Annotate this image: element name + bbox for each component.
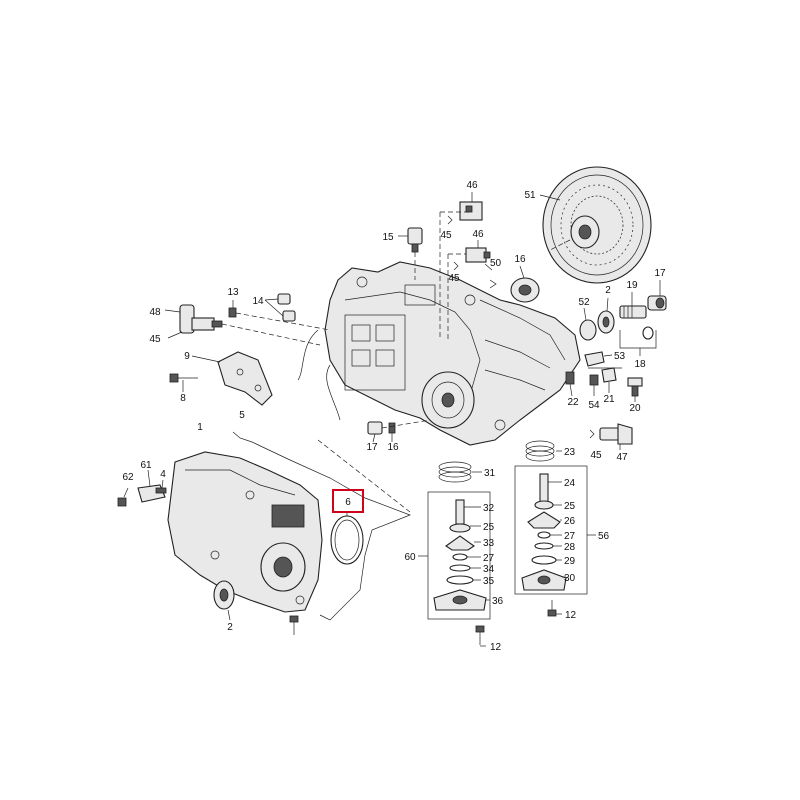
callout-51: 51 [524,190,536,201]
callout-22: 22 [567,397,579,408]
callout-34: 34 [483,564,495,575]
callout-48: 48 [149,307,161,318]
pin-16-mid[interactable] [388,422,396,434]
callout-16: 16 [387,442,399,453]
callout-4: 4 [160,469,166,480]
shaft-47[interactable] [599,423,633,445]
callout-6: 6 [345,497,351,508]
callout-47: 47 [616,452,628,463]
clip-21[interactable] [601,367,617,383]
ring-18[interactable] [642,326,654,340]
callout-13: 13 [227,287,239,298]
callout-20: 20 [629,403,641,414]
spring-23[interactable] [525,440,555,462]
callout-25: 25 [483,522,495,533]
callout-15: 15 [382,232,394,243]
seal-16-top[interactable] [510,277,540,303]
spring-31[interactable] [438,461,472,483]
bolt-8[interactable] [169,373,198,383]
callout-50: 50 [490,258,502,269]
bolt-bottom[interactable] [289,615,299,635]
callout-27: 27 [564,531,576,542]
clip-45-mid[interactable] [453,261,459,271]
clip-45-upper[interactable] [447,215,453,225]
callout-labels: 1 2 2 4 5 8 9 12 12 13 14 15 16 16 17 17… [122,180,666,653]
callout-18: 18 [634,359,646,370]
callout-2: 2 [605,285,611,296]
callout-36: 36 [492,596,504,607]
callout-2: 2 [227,622,233,633]
callout-27: 27 [483,553,495,564]
pin-4[interactable] [155,487,167,494]
solenoid-46-lower[interactable] [465,247,491,263]
callout-30: 30 [564,573,576,584]
callout-54: 54 [588,400,600,411]
callout-17: 17 [654,268,666,279]
bushing-17-mid[interactable] [367,421,383,435]
callout-26: 26 [564,516,576,527]
bolt-54[interactable] [589,374,599,386]
callout-1: 1 [197,422,203,433]
callout-45: 45 [448,273,460,284]
callout-61: 61 [140,460,152,471]
callout-52: 52 [578,297,590,308]
callout-5: 5 [239,410,245,421]
seal-2-left[interactable] [213,580,235,610]
bracket-61[interactable] [137,484,166,503]
callout-31: 31 [484,468,496,479]
callout-21: 21 [603,394,615,405]
sensor-20[interactable] [627,377,643,397]
transaxle-case[interactable] [324,261,581,446]
callout-24: 24 [564,478,576,489]
bracket-9[interactable] [217,351,273,406]
callout-17: 17 [366,442,378,453]
callout-14: 14 [252,296,264,307]
torque-converter[interactable] [542,166,652,284]
bolt-12-left[interactable] [475,625,485,645]
callout-60: 60 [404,552,416,563]
highlight-box[interactable] [332,489,364,513]
accumulator-assembly-60[interactable] [427,491,491,620]
sensor-48[interactable] [179,304,223,334]
side-cover[interactable] [167,451,323,613]
callout-46: 46 [472,229,484,240]
sensor-15[interactable] [407,227,423,253]
callout-33: 33 [483,538,495,549]
accumulator-assembly-56[interactable] [514,465,588,595]
callout-45: 45 [149,334,161,345]
shaft-19[interactable] [619,305,647,319]
callout-53: 53 [614,351,626,362]
bolt-13[interactable] [228,307,237,318]
callout-25: 25 [564,501,576,512]
pin-22[interactable] [565,371,575,385]
callout-28: 28 [564,542,576,553]
seal-2-right[interactable] [597,310,615,334]
callout-23: 23 [564,447,576,458]
callout-29: 29 [564,556,576,567]
callout-35: 35 [483,576,495,587]
callout-62: 62 [122,472,134,483]
callout-45: 45 [590,450,602,461]
clip-50[interactable] [489,279,497,289]
bracket-53[interactable] [584,351,605,367]
callout-19: 19 [626,280,638,291]
callout-56: 56 [598,531,610,542]
bushings-14[interactable] [277,293,296,322]
callout-12: 12 [490,642,502,653]
callout-9: 9 [184,351,190,362]
gear-17-right[interactable] [647,295,667,311]
solenoid-46-upper[interactable] [459,201,483,221]
callout-45: 45 [440,230,452,241]
o-ring-6[interactable] [330,515,364,565]
callout-46: 46 [466,180,478,191]
bolt-62[interactable] [117,497,127,507]
callout-16: 16 [514,254,526,265]
callout-12: 12 [565,610,577,621]
seal-52[interactable] [579,319,597,341]
bolt-12-right[interactable] [547,600,557,617]
callout-32: 32 [483,503,495,514]
clip-45-right[interactable] [589,429,595,439]
callout-8: 8 [180,393,186,404]
